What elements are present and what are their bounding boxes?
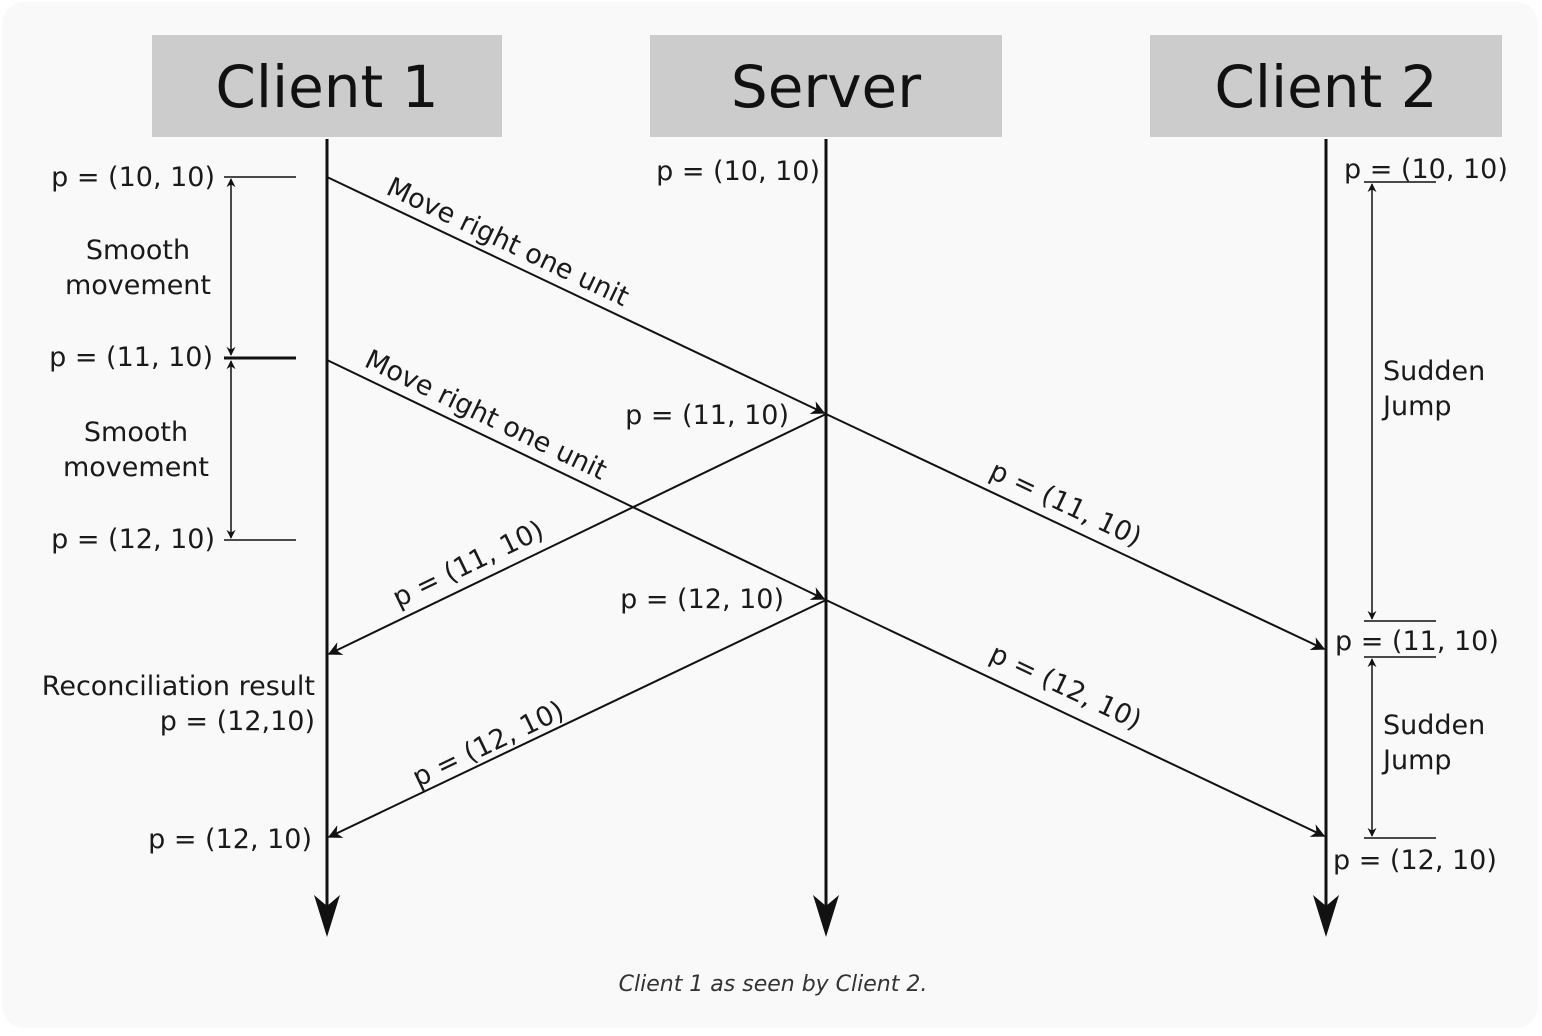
msg-server-to-c2-a-label: p = (11, 10)	[985, 455, 1146, 553]
server-pos-1: p = (10, 10)	[656, 156, 820, 187]
msg-server-to-c2-a-arrow	[825, 413, 1326, 650]
msg-server-to-c1-a-arrow	[327, 413, 827, 655]
server-header-box	[650, 35, 1002, 137]
smooth-movement-label-2b: movement	[63, 452, 209, 483]
client2-pos-1: p = (10, 10)	[1344, 154, 1508, 185]
client1-final-pos: p = (12, 10)	[148, 824, 312, 855]
client2-header: Client 2	[1214, 53, 1437, 121]
sudden-jump-label-1b: Jump	[1381, 391, 1452, 422]
sudden-jump-label-1a: Sudden	[1383, 356, 1485, 387]
sudden-jump-label-2a: Sudden	[1383, 710, 1485, 741]
server-pos-3: p = (12, 10)	[620, 584, 784, 615]
msg-move1-label: Move right one unit	[382, 172, 634, 313]
msg-server-to-c2-b-arrow	[825, 599, 1326, 837]
smooth-movement-label-1a: Smooth	[86, 235, 190, 266]
msg-server-to-c1-a-label: p = (11, 10)	[388, 515, 549, 614]
smooth-movement-label-1b: movement	[65, 270, 211, 301]
client1-header-box	[152, 35, 502, 137]
reconciliation-value: p = (12,10)	[160, 706, 315, 737]
client1-header: Client 1	[215, 53, 438, 121]
client1-lifeline-arrowhead	[314, 895, 340, 937]
msg-move2-arrow	[326, 359, 826, 600]
client1-pos-2: p = (11, 10)	[49, 342, 213, 373]
server-header: Server	[731, 53, 921, 121]
client2-lifeline-arrowhead	[1313, 895, 1339, 937]
msg-server-to-c1-b-label: p = (12, 10)	[408, 695, 569, 794]
msg-server-to-c1-b-arrow	[327, 599, 827, 838]
figure-caption: Client 1 as seen by Client 2.	[619, 972, 928, 997]
msg-move1-arrow	[326, 176, 826, 414]
reconciliation-label: Reconciliation result	[42, 671, 315, 702]
client2-header-box	[1150, 35, 1502, 137]
server-lifeline-arrowhead	[813, 895, 839, 937]
server-pos-2: p = (11, 10)	[625, 400, 789, 431]
msg-move2-label: Move right one unit	[360, 344, 611, 486]
sudden-jump-label-2b: Jump	[1381, 745, 1452, 776]
client1-pos-1: p = (10, 10)	[51, 162, 215, 193]
client1-pos-3: p = (12, 10)	[51, 524, 215, 555]
smooth-movement-label-2a: Smooth	[84, 417, 188, 448]
client2-pos-3: p = (12, 10)	[1333, 845, 1497, 876]
client2-pos-2: p = (11, 10)	[1335, 626, 1499, 657]
